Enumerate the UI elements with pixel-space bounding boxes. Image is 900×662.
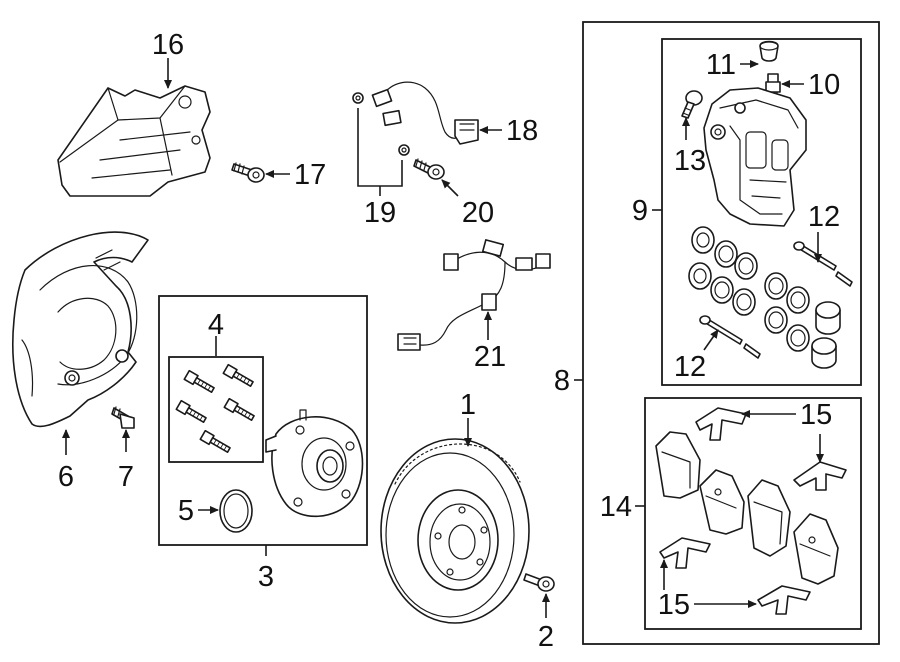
callout-17: 17 [294,159,326,191]
rotor-screw-part[interactable] [523,573,555,592]
pad-clip-lower-right-part[interactable] [757,585,811,615]
callout-5: 5 [178,495,194,527]
brake-caliper-part[interactable] [703,87,807,227]
guide-pin-lower-part[interactable] [699,315,761,359]
callout-20: 20 [462,197,494,229]
brake-pad-set-part[interactable] [655,431,839,585]
brake-rotor-part[interactable] [380,438,530,624]
callout-19: 19 [364,197,396,229]
callout-15-upper: 15 [800,399,832,431]
callout-18: 18 [506,115,538,147]
abs-sensor-harness-part[interactable] [352,81,479,156]
callout-13: 13 [674,145,706,177]
caliper-piston-seal-kit-part[interactable] [688,226,841,369]
guide-pin-upper-part[interactable] [793,241,853,287]
callout-10: 10 [808,69,840,101]
bleeder-cap-part[interactable] [759,40,779,62]
callout-9: 9 [632,195,648,227]
callout-8: 8 [554,365,570,397]
caliper-box [661,38,862,386]
caliper-kit-box [582,21,880,645]
callout-7: 7 [118,461,134,493]
pad-clip-upper-right-part[interactable] [793,461,847,491]
pad-clip-upper-left-part[interactable] [695,407,747,441]
callout-21: 21 [474,341,506,373]
backing-plate-bolt-part[interactable] [111,406,135,429]
hub-assembly-box [158,295,368,546]
callout-6: 6 [58,461,74,493]
splash-guard-part[interactable] [57,85,211,197]
splash-guard-bolt-part[interactable] [231,162,265,183]
hub-bolts-box [168,356,264,463]
callout-12-lower: 12 [674,351,706,383]
callout-1: 1 [460,389,476,421]
snap-ring-part[interactable] [219,489,253,533]
wheel-speed-sensor-part[interactable] [397,239,551,351]
callout-2: 2 [538,621,554,653]
callout-16: 16 [152,29,184,61]
sensor-bolt-part[interactable] [413,158,445,180]
caliper-bolt-part[interactable] [681,90,703,119]
callout-12-upper: 12 [808,201,840,233]
hub-bolt-set-part[interactable] [175,363,255,455]
callout-labels: 16 17 18 19 20 21 4 5 3 6 7 1 2 8 9 14 1… [58,29,840,653]
callout-14: 14 [600,491,632,523]
pad-clip-lower-left-part[interactable] [659,537,711,569]
wheel-hub-part[interactable] [265,409,364,518]
brake-backing-plate-part[interactable] [12,231,149,428]
callout-4: 4 [208,309,224,341]
callout-3: 3 [258,561,274,593]
callout-11: 11 [706,49,736,81]
pad-set-box [644,397,862,630]
leader-lines [62,58,824,618]
callout-15-lower: 15 [658,589,690,621]
